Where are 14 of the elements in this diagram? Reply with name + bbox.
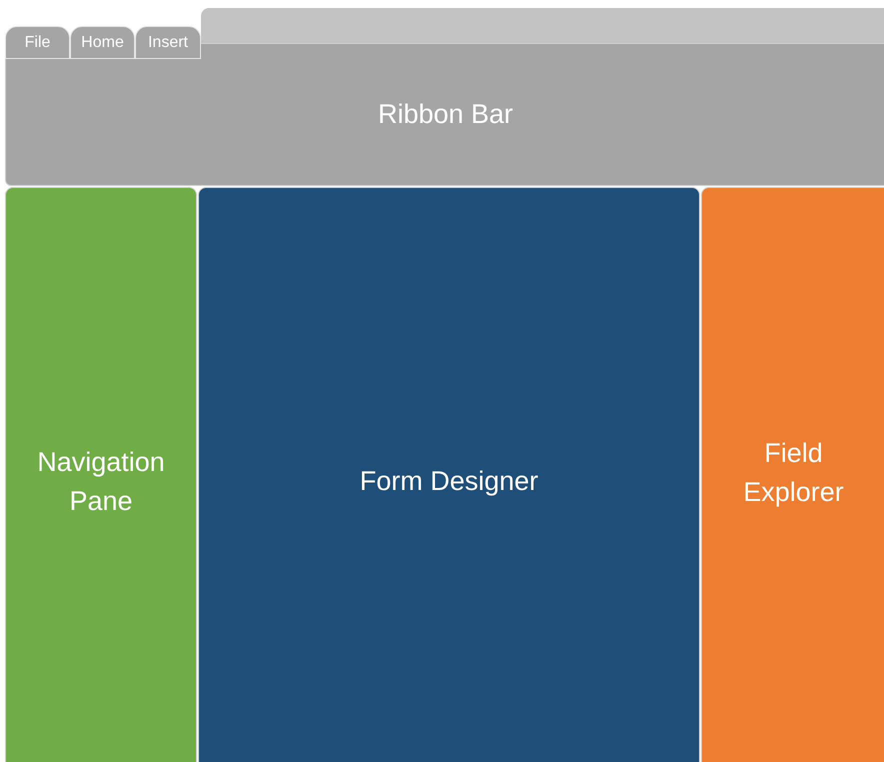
side-pane: [701, 187, 884, 762]
panel-title: Ribbon Bar: [376, 98, 514, 131]
side-pane: [5, 187, 197, 762]
panel-title: Navigation Pane: [36, 446, 166, 518]
menu-tab: [135, 26, 201, 59]
tab-label: File: [24, 32, 50, 53]
designer-canvas: [198, 187, 700, 762]
panel-title: Form Designer: [360, 465, 538, 498]
menu-tab: [5, 26, 70, 59]
tab-label: Insert: [148, 32, 188, 53]
window-title-bar: [201, 8, 884, 43]
panel-title: Field Explorer: [742, 436, 845, 509]
menu-tab: [70, 26, 135, 59]
tab-label: Home: [81, 32, 124, 53]
